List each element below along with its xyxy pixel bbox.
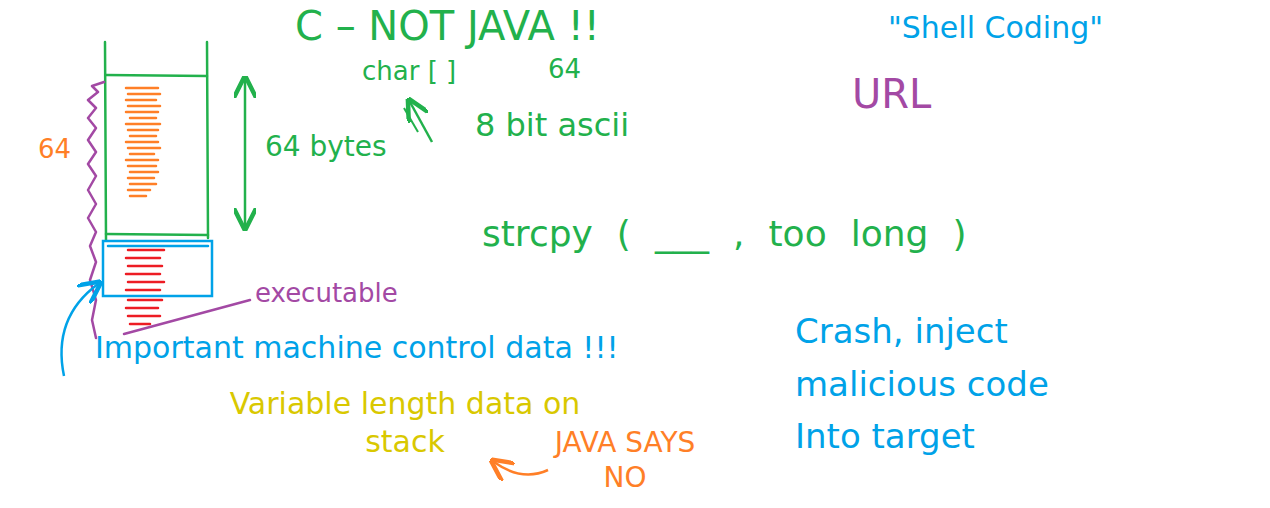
consequence-note: Crash, inject malicious code Into target [795,305,1115,463]
overflow-bytes [126,250,164,324]
executable-leader [124,300,250,334]
buffer-wall [105,42,106,240]
stack-buffer [105,42,208,240]
encoding-note: 8 bit ascii [475,106,629,144]
purple-bracket [88,82,250,338]
dimension-label: 64 bytes [265,130,387,164]
buffer-bottom [106,234,208,235]
buffer-bytes [126,88,160,196]
control-data-box [103,241,212,296]
java-arrow [494,462,548,475]
heading-note: C – NOT JAVA !! [295,2,600,50]
control-data-note: Important machine control data !!! [95,330,618,366]
topic-note: "Shell Coding" [888,10,1103,46]
size-number: 64 [548,54,581,85]
executable-label: executable [255,278,398,309]
code-call: strcpy ( ___ , too long ) [482,212,967,255]
size-number: 64 [38,134,71,165]
control-leader [62,284,98,376]
type-label: char [ ] [362,56,456,87]
source-note: URL [852,70,931,118]
pointer-stroke [404,108,418,132]
buffer-wall [207,42,208,238]
buffer-top [106,75,207,76]
stack-note: Variable length data on stack [210,385,600,460]
java-note: JAVA SAYS NO [530,425,720,495]
dimension-arrow [244,80,247,226]
